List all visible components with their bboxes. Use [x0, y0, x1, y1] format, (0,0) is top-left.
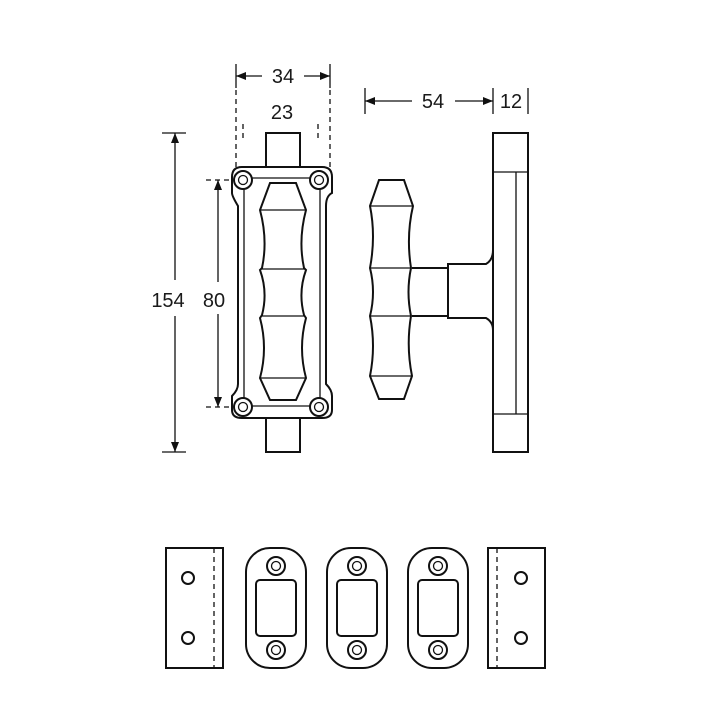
spindle-top	[265, 132, 301, 172]
accessory-strike-plate-1	[245, 547, 307, 669]
dim-label-154: 154	[151, 290, 184, 312]
dim-label-34: 34	[272, 66, 294, 88]
screw-hole-top-left	[233, 170, 253, 190]
screw-hole-top-right	[309, 170, 329, 190]
strike-plate-recess	[336, 579, 378, 637]
dim-label-80: 80	[203, 290, 225, 312]
side-neck	[412, 267, 449, 317]
hinge-plate-right	[487, 547, 546, 669]
rose-plate-inner	[243, 177, 321, 407]
dimension-hole-spacing: 80	[203, 179, 240, 408]
screw-hole-bottom-right	[309, 397, 329, 417]
hinge-plate-left	[165, 547, 224, 669]
dimension-overall-height: 154	[151, 132, 186, 453]
strike-plate-outline	[326, 547, 388, 669]
dim-label-54: 54	[422, 91, 444, 113]
side-rose-plate	[492, 132, 529, 453]
accessory-hinge-left	[165, 547, 224, 669]
side-knob	[368, 179, 415, 400]
accessory-strike-plate-3	[407, 547, 469, 669]
handle-front-view	[231, 132, 333, 453]
strike-plate-recess	[255, 579, 297, 637]
knob-body	[258, 182, 308, 401]
hinge-hole	[181, 571, 195, 585]
accessory-hinge-right	[487, 547, 546, 669]
strike-plate-recess	[417, 579, 459, 637]
hinge-hole	[514, 571, 528, 585]
side-flange	[447, 249, 494, 331]
hinge-hole	[514, 631, 528, 645]
dimension-inner-width: 23	[242, 102, 319, 140]
dim-label-12: 12	[500, 91, 522, 113]
screw-hole-bottom-left	[233, 397, 253, 417]
spindle-bottom	[265, 414, 301, 453]
accessory-strike-plate-2	[326, 547, 388, 669]
dimension-overall-width: 34	[235, 64, 331, 170]
strike-plate-outline	[407, 547, 469, 669]
handle-side-view	[368, 132, 529, 453]
dim-label-23: 23	[271, 102, 293, 124]
strike-plate-outline	[245, 547, 307, 669]
hinge-hole	[181, 631, 195, 645]
dimension-projection: 54 12	[364, 88, 529, 114]
